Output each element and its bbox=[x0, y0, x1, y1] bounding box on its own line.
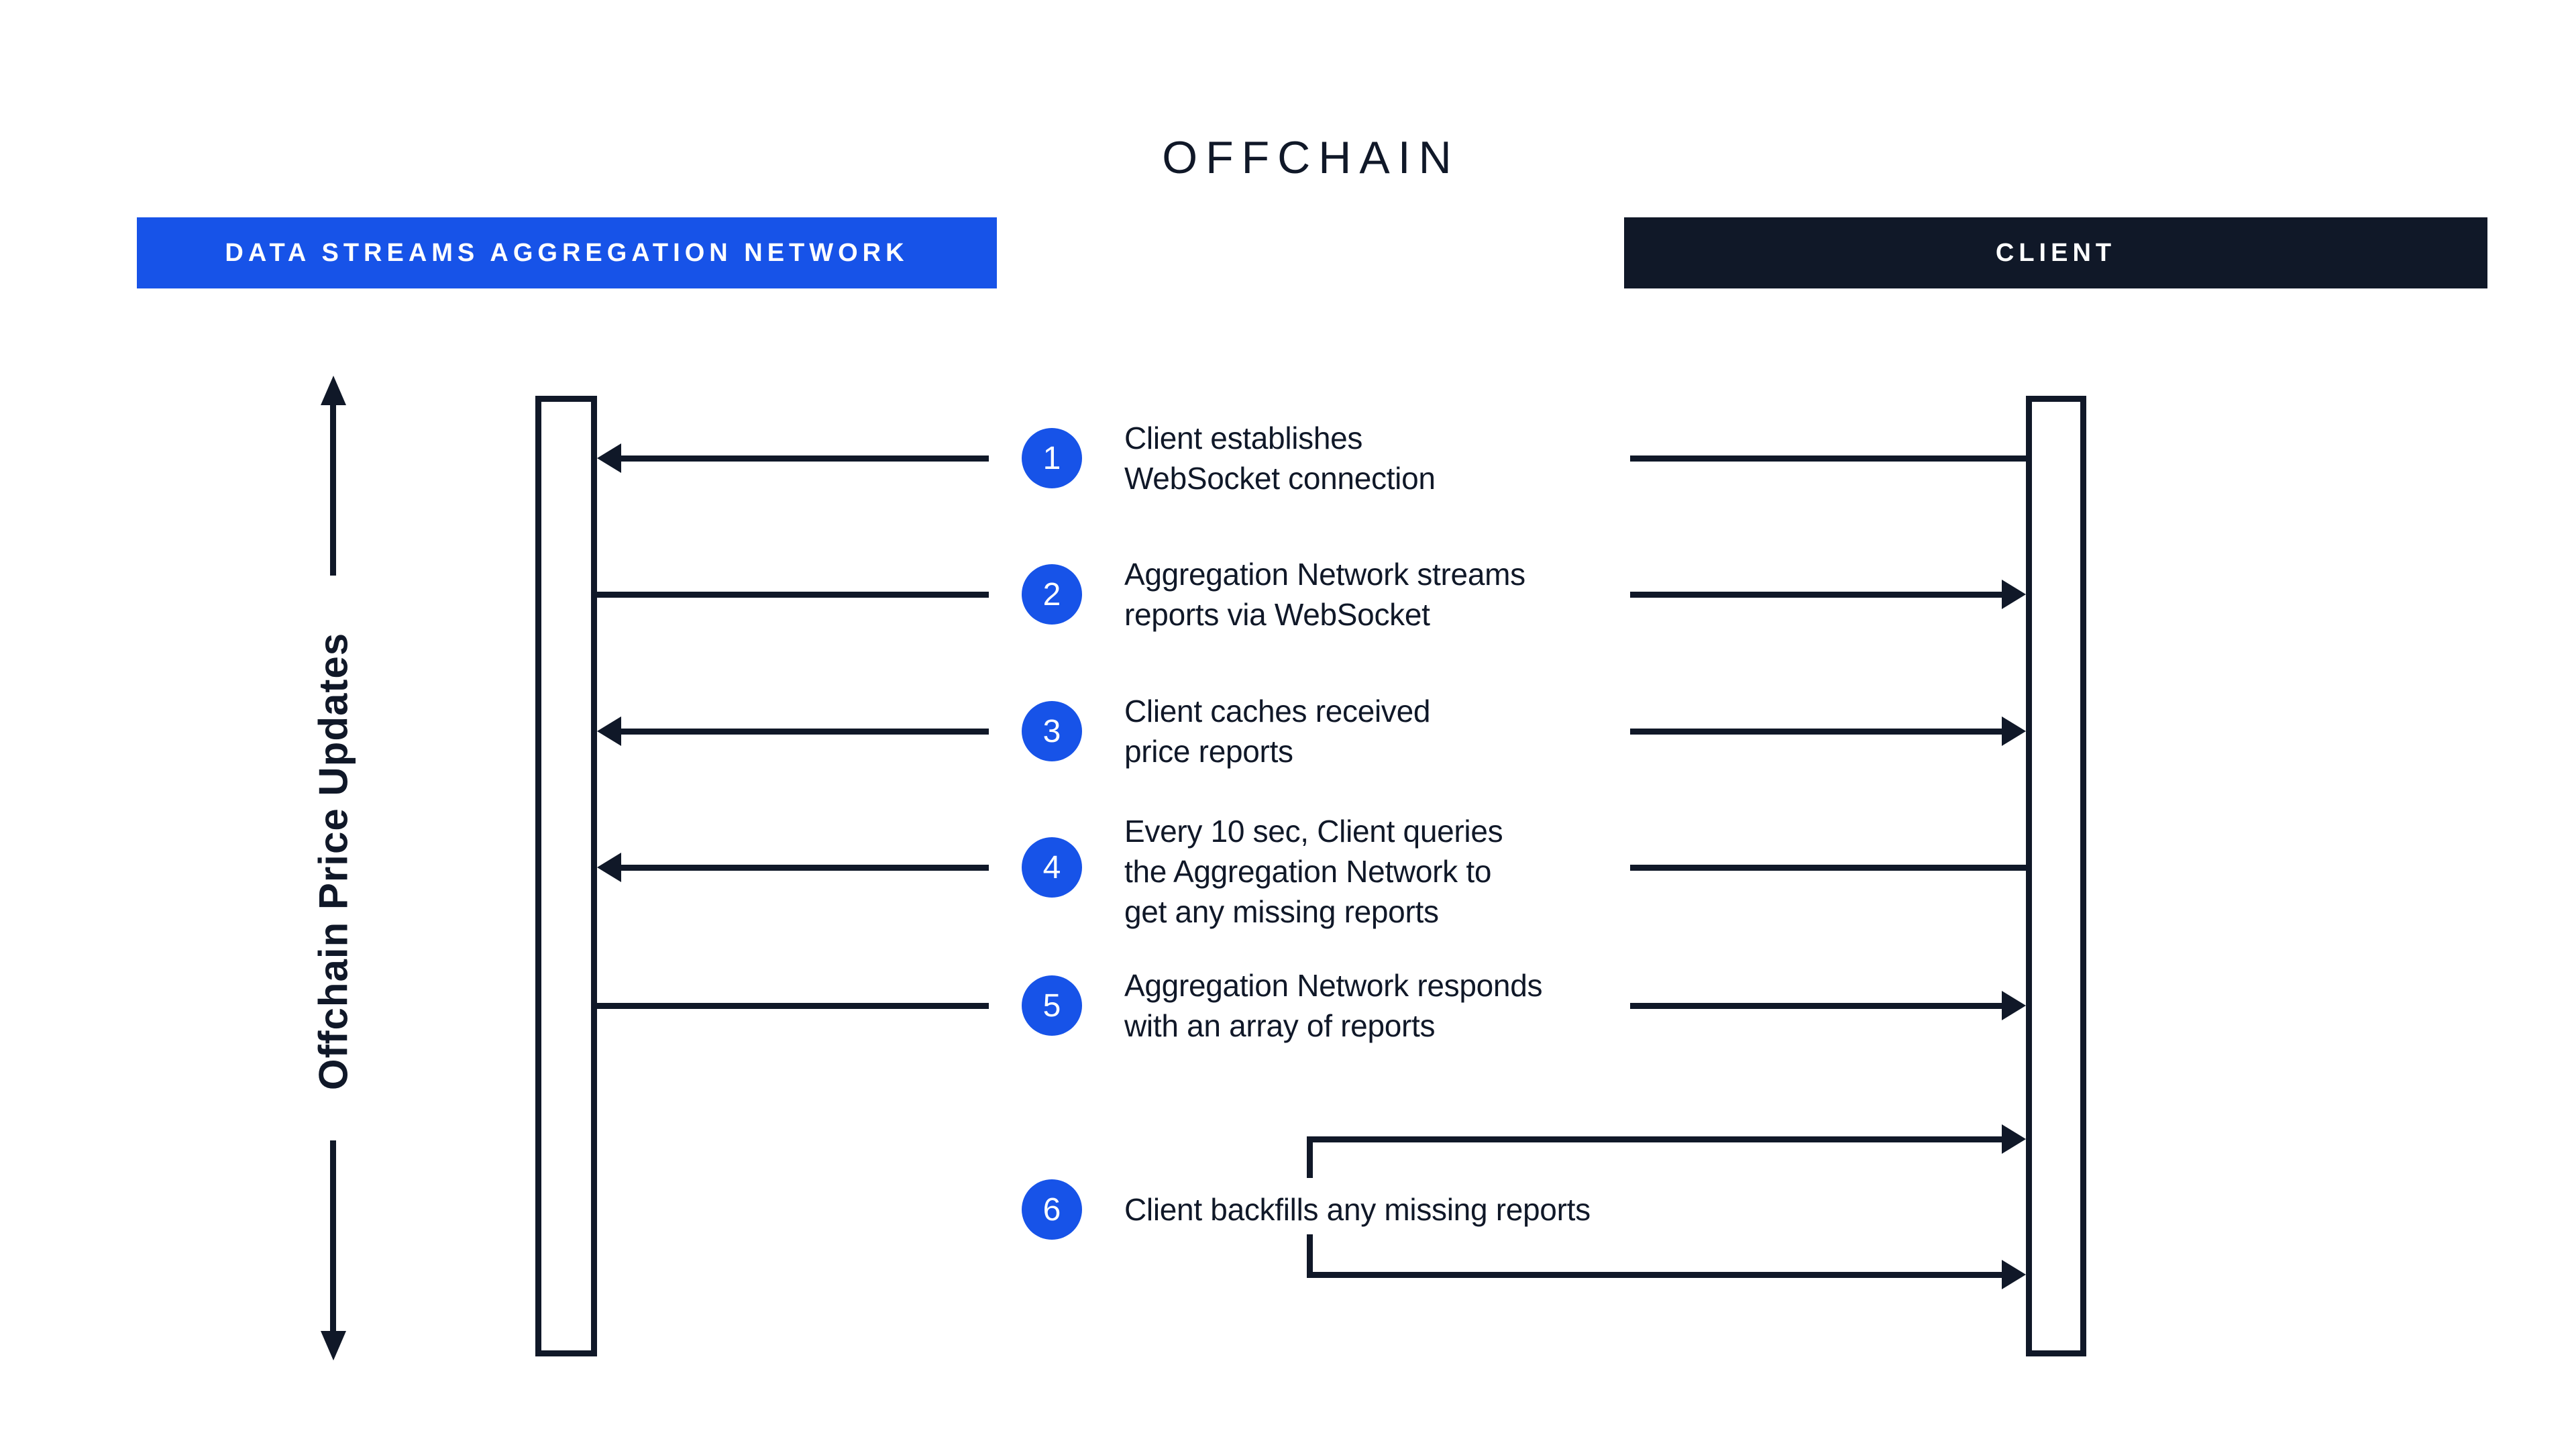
step-1-number: 1 bbox=[1042, 440, 1061, 476]
step-5-badge: 5 bbox=[1022, 975, 1082, 1036]
step-2-left-connector bbox=[597, 592, 989, 598]
axis-down-arrow-icon bbox=[321, 1331, 346, 1360]
client-header: CLIENT bbox=[1624, 217, 2487, 288]
step-5-text: Aggregation Network responds with an arr… bbox=[1124, 968, 1543, 1043]
arrowhead-right-icon bbox=[2002, 580, 2026, 609]
arrowhead-right-icon bbox=[2002, 1124, 2026, 1154]
step-4-badge: 4 bbox=[1022, 837, 1082, 898]
diagram-title: OFFCHAIN bbox=[1162, 132, 1460, 183]
step-2-text: Aggregation Network streams reports via … bbox=[1124, 557, 1525, 632]
step-5-number: 5 bbox=[1042, 987, 1061, 1024]
bracket-bottom-line bbox=[1307, 1272, 2002, 1278]
axis-down-line bbox=[330, 1140, 336, 1332]
bracket-top-stub bbox=[1307, 1136, 1313, 1178]
step-1-text: Client establishes WebSocket connection bbox=[1124, 421, 1436, 496]
step-6-number: 6 bbox=[1042, 1191, 1061, 1228]
axis-up-arrow-icon bbox=[321, 376, 346, 405]
arrowhead-right-icon bbox=[2002, 991, 2026, 1020]
client-header-label: CLIENT bbox=[1995, 238, 2116, 267]
step-4-number: 4 bbox=[1042, 849, 1061, 885]
bracket-top-line bbox=[1307, 1136, 2002, 1142]
step-2-number: 2 bbox=[1042, 576, 1061, 612]
axis-up-line bbox=[330, 404, 336, 576]
axis-label: Offchain Price Updates bbox=[311, 632, 356, 1091]
arrowhead-right-icon bbox=[2002, 716, 2026, 746]
aggregation-network-header: DATA STREAMS AGGREGATION NETWORK bbox=[137, 217, 997, 288]
step-6-badge: 6 bbox=[1022, 1179, 1082, 1240]
step-6-text: Client backfills any missing reports bbox=[1124, 1192, 1591, 1227]
step-2-badge: 2 bbox=[1022, 564, 1082, 625]
step-4-right-connector bbox=[1630, 865, 2026, 871]
arrowhead-left-icon bbox=[597, 443, 621, 473]
client-lifeline bbox=[2026, 396, 2086, 1356]
step-4-text: Every 10 sec, Client queries the Aggrega… bbox=[1124, 814, 1503, 929]
step-3-badge: 3 bbox=[1022, 701, 1082, 761]
network-lifeline bbox=[535, 396, 597, 1356]
arrowhead-left-icon bbox=[597, 853, 621, 882]
bracket-bottom-stub bbox=[1307, 1234, 1313, 1276]
aggregation-network-header-label: DATA STREAMS AGGREGATION NETWORK bbox=[225, 238, 909, 267]
step-3-text: Client caches received price reports bbox=[1124, 694, 1431, 769]
step-5-left-connector bbox=[597, 1003, 989, 1009]
arrowhead-left-icon bbox=[597, 716, 621, 746]
step-1-right-connector bbox=[1630, 455, 2026, 462]
step-1-badge: 1 bbox=[1022, 428, 1082, 488]
arrowhead-right-icon bbox=[2002, 1260, 2026, 1289]
step-3-number: 3 bbox=[1042, 713, 1061, 749]
